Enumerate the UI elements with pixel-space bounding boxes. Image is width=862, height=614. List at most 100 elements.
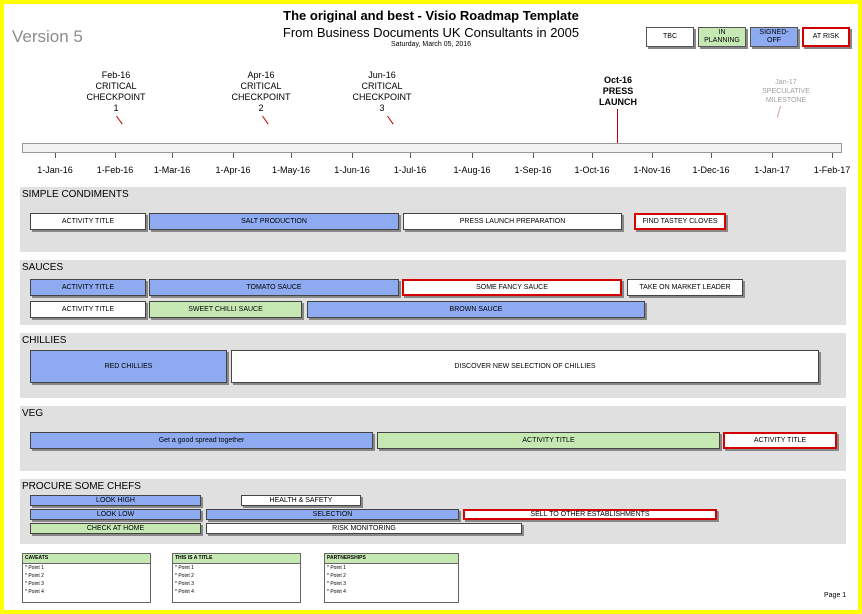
legend-in-planning: IN PLANNING: [698, 27, 746, 47]
milestone-1-line2: CHECKPOINT: [86, 92, 146, 102]
task-bar[interactable]: RED CHILLIES: [30, 350, 227, 383]
milestone-1-date: Feb-16: [101, 70, 131, 80]
task-bar[interactable]: ACTIVITY TITLE: [30, 279, 146, 296]
milestone-4-connector: [617, 109, 618, 143]
milestone-2: Apr-16 CRITICAL CHECKPOINT 2: [216, 70, 306, 114]
milestone-1-line1: CRITICAL: [95, 81, 137, 91]
task-bar[interactable]: HEALTH & SAFETY: [241, 495, 361, 506]
milestone-2-date: Apr-16: [247, 70, 275, 80]
notes-item: * Point 1: [327, 565, 346, 571]
tick-label: 1-Nov-16: [633, 165, 671, 175]
tick: [291, 153, 292, 158]
task-bar[interactable]: SALT PRODUCTION: [149, 213, 399, 230]
notes-item: * Point 4: [175, 589, 194, 595]
tick: [832, 153, 833, 158]
task-bar-at-risk[interactable]: ACTIVITY TITLE: [723, 432, 837, 449]
notes-box-this-is-a-title: THIS IS A TITLE * Point 1 * Point 2 * Po…: [172, 553, 301, 603]
tick-label: 1-Dec-16: [692, 165, 730, 175]
tick-label: 1-May-16: [271, 165, 310, 175]
tick: [115, 153, 116, 158]
legend-tbc-label: TBC: [663, 33, 677, 40]
tick-label: 1-Jul-16: [393, 165, 427, 175]
tick-label: 1-Aug-16: [453, 165, 491, 175]
tick-label: 1-Sep-16: [514, 165, 552, 175]
milestone-4-line1: PRESS: [602, 86, 634, 96]
task-bar[interactable]: LOOK LOW: [30, 509, 201, 520]
tick: [592, 153, 593, 158]
notes-box-title: THIS IS A TITLE: [173, 554, 300, 564]
section-title: CHILLIES: [22, 335, 67, 346]
milestone-4-date: Oct-16: [603, 75, 632, 85]
legend-signed-off-label: SIGNED-OFF: [759, 29, 789, 44]
task-bar[interactable]: Get a good spread together: [30, 432, 373, 449]
tick: [472, 153, 473, 158]
notes-item: * Point 1: [25, 565, 44, 571]
task-bar[interactable]: ACTIVITY TITLE: [377, 432, 720, 449]
task-bar[interactable]: RISK MONITORING: [206, 523, 522, 534]
version-label: Version 5: [12, 27, 83, 46]
task-bar[interactable]: SELECTION: [206, 509, 459, 520]
notes-item: * Point 4: [327, 589, 346, 595]
milestone-speculative: Jan-17 SPECULATIVE MILESTONE: [741, 78, 831, 105]
tick: [711, 153, 712, 158]
page-subtitle: From Business Documents UK Consultants i…: [282, 25, 580, 40]
tick-label: 1-Mar-16: [153, 165, 191, 175]
task-bar[interactable]: TAKE ON MARKET LEADER: [627, 279, 743, 296]
milestone-3-date: Jun-16: [368, 70, 396, 80]
task-bar[interactable]: DISCOVER NEW SELECTION OF CHILLIES: [231, 350, 819, 383]
page-date: Saturday, March 05, 2016: [390, 41, 472, 48]
milestone-5-line1: SPECULATIVE: [762, 88, 810, 95]
section-title: SIMPLE CONDIMENTS: [22, 189, 129, 200]
page-title: The original and best - Visio Roadmap Te…: [283, 8, 579, 23]
task-bar[interactable]: ACTIVITY TITLE: [30, 213, 146, 230]
task-bar[interactable]: LOOK HIGH: [30, 495, 201, 506]
legend-signed-off: SIGNED-OFF: [750, 27, 798, 47]
task-bar[interactable]: BROWN SAUCE: [307, 301, 645, 318]
section-title: PROCURE SOME CHEFS: [22, 481, 141, 492]
task-bar[interactable]: PRESS LAUNCH PREPARATION: [403, 213, 622, 230]
task-bar-at-risk[interactable]: SOME FANCY SAUCE: [402, 279, 622, 296]
milestone-2-line1: CRITICAL: [240, 81, 282, 91]
tick: [352, 153, 353, 158]
notes-box-partnerships: PARTNERSHIPS * Point 1 * Point 2 * Point…: [324, 553, 459, 603]
task-bar[interactable]: SWEET CHILLI SAUCE: [149, 301, 302, 318]
tick-label: 1-Jan-16: [37, 165, 73, 175]
legend-in-planning-label: IN PLANNING: [704, 29, 740, 44]
milestone-5-line2: MILESTONE: [765, 97, 807, 104]
notes-box-caveats: CAVEATS * Point 1 * Point 2 * Point 3 * …: [22, 553, 151, 603]
tick: [233, 153, 234, 158]
task-bar[interactable]: CHECK AT HOME: [30, 523, 201, 534]
task-bar[interactable]: TOMATO SAUCE: [149, 279, 399, 296]
notes-item: * Point 2: [25, 573, 44, 579]
tick-label: 1-Jan-17: [754, 165, 790, 175]
notes-item: * Point 4: [25, 589, 44, 595]
milestone-2-line3: 2: [258, 103, 264, 113]
milestone-3-line3: 3: [379, 103, 385, 113]
task-bar-at-risk[interactable]: SELL TO OTHER ESTABLISHMENTS: [463, 509, 717, 520]
task-bar-at-risk[interactable]: FIND TASTEY CLOVES: [634, 213, 726, 230]
milestone-1: Feb-16 CRITICAL CHECKPOINT 1: [71, 70, 161, 114]
page-number: Page 1: [824, 592, 847, 599]
legend-at-risk-label: AT RISK: [812, 33, 840, 40]
tick-label: 1-Feb-17: [813, 165, 851, 175]
milestone-3-line2: CHECKPOINT: [352, 92, 412, 102]
notes-item: * Point 3: [175, 581, 194, 587]
legend-tbc: TBC: [646, 27, 694, 47]
section-title: SAUCES: [22, 262, 64, 273]
notes-box-title: CAVEATS: [23, 554, 150, 564]
tick: [410, 153, 411, 158]
notes-item: * Point 3: [327, 581, 346, 587]
notes-item: * Point 2: [175, 573, 194, 579]
tick: [652, 153, 653, 158]
tick-label: 1-Feb-16: [96, 165, 134, 175]
milestone-4-line2: LAUNCH: [599, 97, 637, 107]
task-bar[interactable]: ACTIVITY TITLE: [30, 301, 146, 318]
milestone-1-line3: 1: [113, 103, 119, 113]
tick: [533, 153, 534, 158]
tick: [172, 153, 173, 158]
timeline-bar: [22, 143, 842, 153]
notes-item: * Point 3: [25, 581, 44, 587]
tick-label: 1-Oct-16: [574, 165, 610, 175]
notes-box-title: PARTNERSHIPS: [325, 554, 458, 564]
tick: [772, 153, 773, 158]
